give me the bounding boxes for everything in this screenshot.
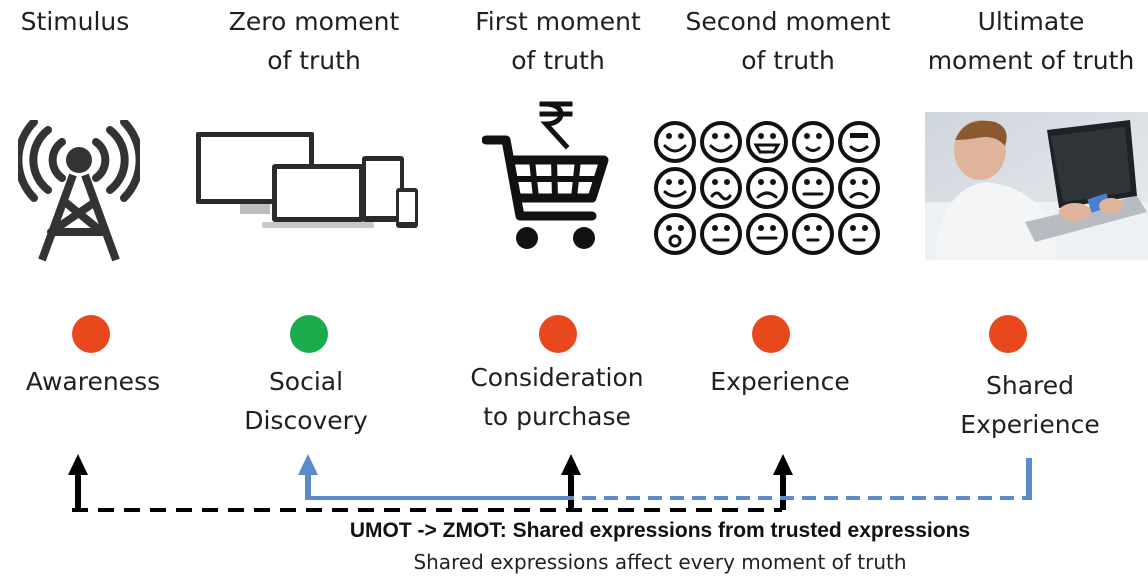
arrowhead-awareness	[68, 454, 88, 475]
arrowhead-consideration	[561, 454, 581, 475]
heading-first-moment: First moment of truth	[475, 7, 641, 75]
stage-dot-consideration	[539, 315, 577, 353]
stage-dot-experience	[752, 315, 790, 353]
blue-arrowhead-social	[298, 454, 318, 475]
person-with-laptop-and-card-photo	[925, 112, 1148, 260]
stage-label-experience: Experience	[710, 367, 850, 396]
black-feedback-path	[68, 454, 793, 512]
heading-second-moment: Second moment of truth	[685, 7, 891, 75]
stage-label-consideration: Consideration to purchase	[470, 363, 644, 431]
heading-stimulus: Stimulus	[20, 7, 130, 36]
stage-label-social-discovery: Social Discovery	[244, 367, 368, 435]
stage-dot-social-discovery	[290, 315, 328, 353]
stage-dot-shared-experience	[989, 315, 1027, 353]
radio-tower-icon	[18, 120, 140, 262]
rupee-shopping-cart-icon	[482, 101, 609, 249]
devices-icon	[196, 132, 418, 228]
arrowhead-experience	[773, 454, 793, 475]
stage-dot-awareness	[72, 315, 110, 353]
blue-feedback-path	[298, 454, 1032, 500]
heading-ultimate-moment: Ultimate moment of truth	[927, 7, 1135, 75]
caption-title: UMOT -> ZMOT: Shared expressions from tr…	[349, 519, 971, 542]
emoji-faces-grid-icon	[654, 121, 880, 255]
stage-label-shared-experience: Shared Experience	[960, 371, 1100, 439]
caption-subtitle: Shared expressions affect every moment o…	[413, 550, 907, 574]
heading-zero-moment: Zero moment of truth	[228, 7, 400, 75]
stage-label-awareness: Awareness	[25, 367, 161, 396]
